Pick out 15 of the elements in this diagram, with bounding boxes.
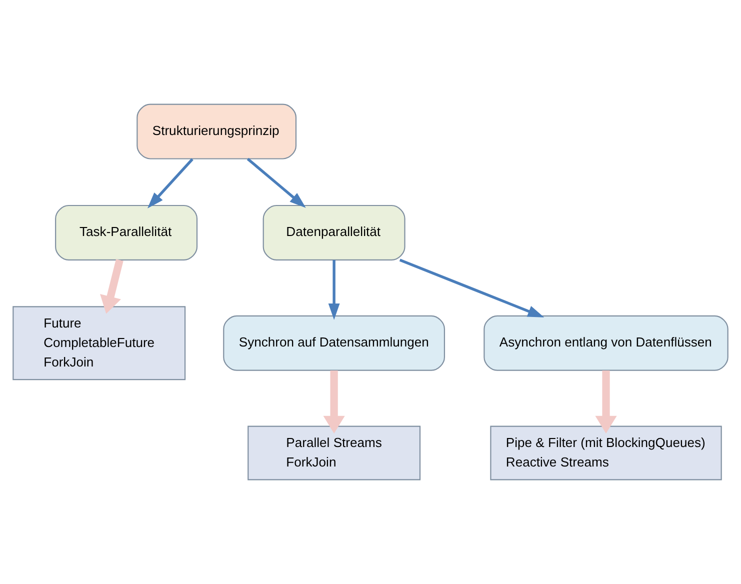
node-box: Synchron auf Datensammlungen bbox=[223, 315, 446, 371]
node-box: Pipe & Filter (mit BlockingQueues) Reactive Streams bbox=[490, 426, 722, 480]
arrow bbox=[323, 370, 345, 434]
arrow bbox=[595, 370, 617, 434]
arrow bbox=[147, 158, 194, 208]
node-box: Datenparallelität bbox=[262, 204, 406, 260]
arrow bbox=[100, 259, 124, 314]
node-box: Task-Parallelität bbox=[55, 204, 198, 260]
node-box: Future CompletableFuture ForkJoin bbox=[12, 306, 186, 380]
node-box: Parallel Streams ForkJoin bbox=[248, 426, 421, 480]
arrow bbox=[399, 258, 544, 318]
arrow bbox=[246, 158, 306, 208]
arrow bbox=[328, 260, 340, 320]
node-box: Asynchron entlang von Datenflüssen bbox=[484, 315, 728, 371]
node-box: Strukturierungsprinzip bbox=[136, 104, 297, 160]
